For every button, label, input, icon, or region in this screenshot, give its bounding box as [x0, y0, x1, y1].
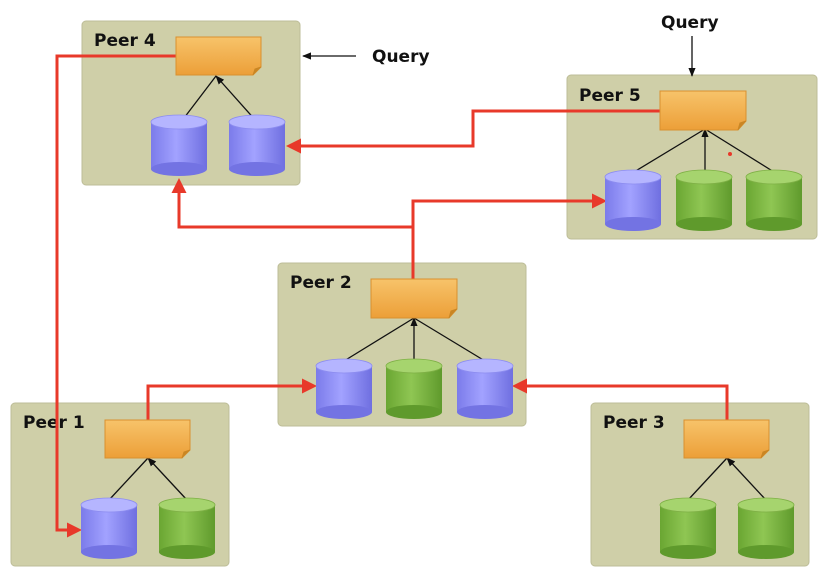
- peer5-source-2-cylinder: [675, 169, 733, 231]
- mapping-edges: [55, 54, 729, 538]
- mapping-peer5-to-peer4: [286, 109, 660, 154]
- peer3-label: Peer 3: [603, 413, 665, 433]
- peer2-mediator-fold: [448, 308, 458, 319]
- peer3-source-1-cylinder: [659, 497, 717, 559]
- peer2-source-1-cylinder: [315, 358, 373, 419]
- peer1-mediator-fold: [181, 449, 191, 459]
- peer5-label: Peer 5: [579, 86, 641, 106]
- peer1-label: Peer 1: [23, 413, 85, 433]
- mapping-peer4-to-peer1: [55, 54, 176, 538]
- peer5-mediator: [659, 90, 747, 131]
- peer3-source-2-cylinder: [737, 497, 795, 559]
- peer1-source-2-cylinder: [158, 497, 216, 559]
- mapping-peer1-to-peer2: [146, 378, 317, 420]
- peer2-source-2-cylinder: [385, 358, 443, 419]
- peer5-mediator-fold: [737, 120, 747, 131]
- mapping-peer2-to-peer5: [411, 193, 607, 227]
- peer4-source-2-cylinder: [228, 114, 286, 176]
- peer2-mediator: [370, 278, 458, 319]
- peer5-query-label: Query: [661, 13, 719, 33]
- mapping-peer2-to-peer4: [171, 178, 415, 279]
- peer3-mediator: [683, 419, 770, 459]
- mediators: [104, 36, 770, 459]
- pointer-dot: [728, 152, 732, 156]
- peer4-mediator-fold: [252, 66, 262, 76]
- peer2-source-3-cylinder: [456, 358, 514, 419]
- mapping-peer3-to-peer2: [512, 378, 729, 420]
- peer5-source-3-cylinder: [745, 169, 803, 231]
- peer2-label: Peer 2: [290, 273, 352, 293]
- peer1-source-1-cylinder: [80, 497, 138, 559]
- peer3-mediator-fold: [760, 449, 770, 459]
- data-sources: [80, 114, 803, 559]
- peer4-source-1-cylinder: [150, 114, 208, 176]
- peer4-label: Peer 4: [94, 31, 156, 51]
- peer5-source-1-cylinder: [604, 169, 662, 231]
- schema-edges: [108, 75, 775, 501]
- peer1-mediator: [104, 419, 191, 459]
- peer4-mediator: [175, 36, 262, 76]
- peer4-query-label: Query: [372, 47, 430, 67]
